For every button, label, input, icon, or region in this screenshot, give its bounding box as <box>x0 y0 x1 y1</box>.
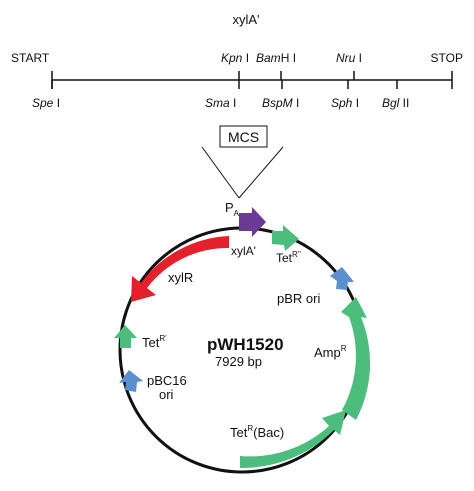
site-bamh-i: BamH I <box>256 51 296 65</box>
tet-r-bac-arrow <box>240 410 346 469</box>
pbc16-ori-label-line2: ori <box>159 387 174 402</box>
site-sma-i: Sma I <box>205 96 236 110</box>
stop-label: STOP <box>431 51 463 65</box>
xyla-label: xylA' <box>231 244 256 258</box>
mcs-label: MCS <box>228 129 259 145</box>
plasmid-size: 7929 bp <box>215 354 262 369</box>
tet-r-single-prime-label: TetR' <box>142 334 167 350</box>
amp-r-arrow <box>341 297 371 420</box>
mcs-funnel-left <box>201 146 240 199</box>
amp-r-label: AmpR <box>314 344 347 360</box>
xylr-label: xylR <box>168 270 193 285</box>
site-bspm-i: BspM I <box>262 96 299 110</box>
xyla-arrow <box>239 207 266 237</box>
xylr-arrow <box>131 236 229 302</box>
promoter-pa-label: PA <box>225 200 240 218</box>
gene-title: xylA' <box>232 12 259 27</box>
tet-r-double-prime-label: TetR'' <box>276 250 301 265</box>
site-spe-i: Spe I <box>32 96 60 110</box>
pbc16-ori-label-line1: pBC16 <box>147 373 187 388</box>
tet-r-bac-label: TetR(Bac) <box>230 424 284 440</box>
pbr-ori-arrow <box>330 267 354 290</box>
site-nru-i: Nru I <box>336 51 362 65</box>
tet-r-double-prime-arrow <box>272 225 299 251</box>
mcs-funnel-right <box>238 146 284 199</box>
site-sph-i: Sph I <box>331 96 359 110</box>
tet-r-single-prime-arrow <box>114 325 137 348</box>
pbr-ori-label: pBR ori <box>277 291 320 306</box>
site-kpn-i: Kpn I <box>221 51 249 65</box>
site-bgl-ii: Bgl II <box>382 96 409 110</box>
pbc16-ori-arrow <box>119 370 143 392</box>
plasmid-name: pWH1520 <box>207 335 284 354</box>
start-label: START <box>11 51 50 65</box>
mcs-box <box>219 125 268 148</box>
